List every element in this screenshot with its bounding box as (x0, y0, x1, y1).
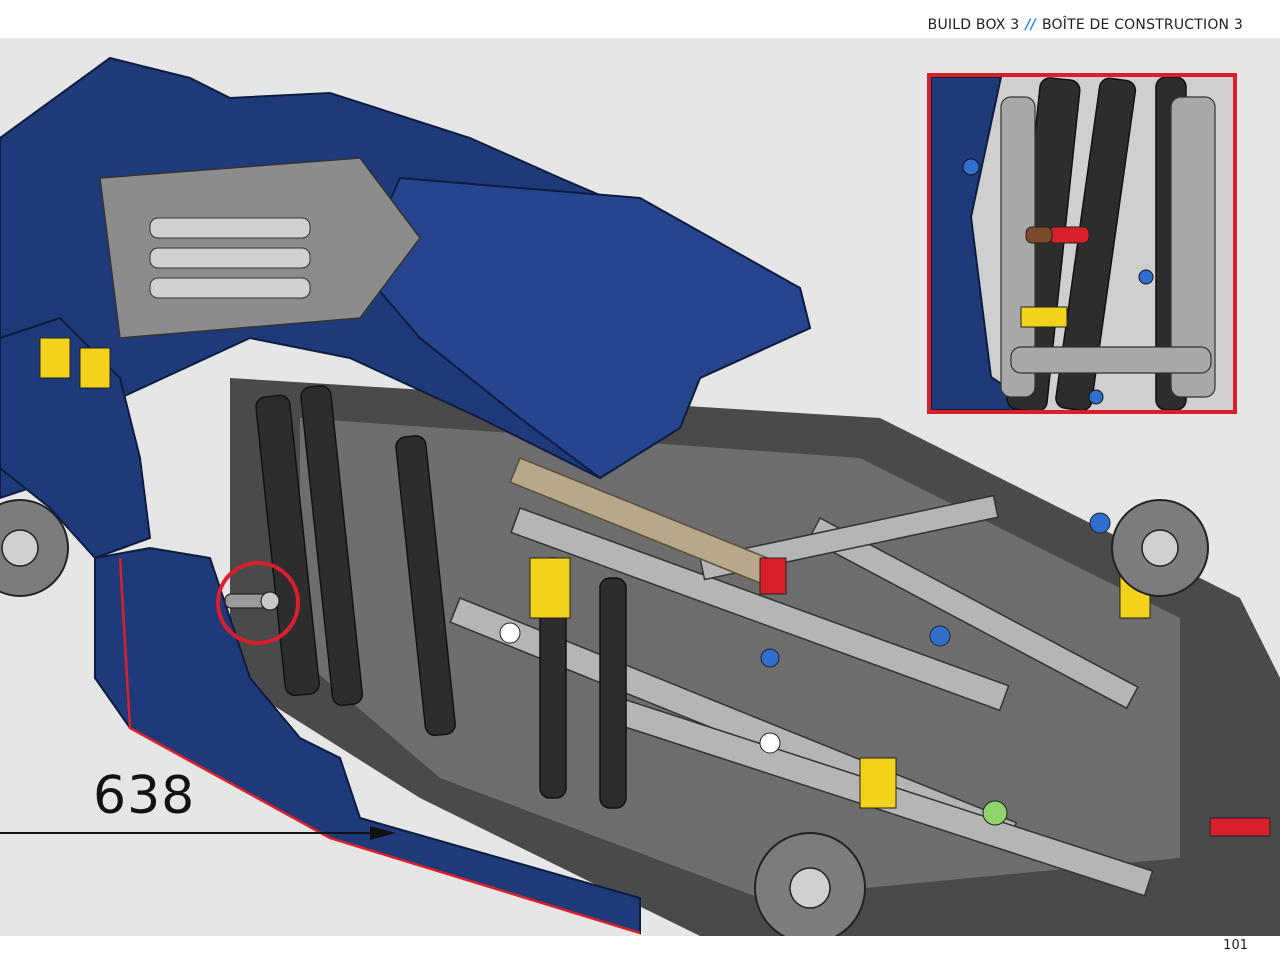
build-box-fr: BOÎTE DE CONSTRUCTION 3 (1041, 17, 1243, 33)
step-number: 638 (93, 766, 196, 826)
page-footer: 101 (0, 936, 1280, 974)
header-separator: // (1025, 17, 1036, 33)
engine-bay (39, 157, 421, 389)
build-box-en: BUILD BOX 3 (927, 17, 1020, 33)
direction-arrow (0, 826, 396, 840)
model-drawing (0, 56, 1280, 936)
chassis-frame (0, 378, 1280, 936)
detail-callout (927, 73, 1237, 414)
callout-drawing (931, 77, 1233, 410)
highlight-outline (118, 557, 641, 935)
highlighted-axle (224, 591, 280, 611)
page-header: BUILD BOX 3 // BOÎTE DE CONSTRUCTION 3 (0, 0, 1280, 38)
build-box-label: BUILD BOX 3 // BOÎTE DE CONSTRUCTION 3 (928, 17, 1243, 33)
page-number: 101 (1223, 938, 1248, 953)
callout-circle (216, 561, 300, 645)
